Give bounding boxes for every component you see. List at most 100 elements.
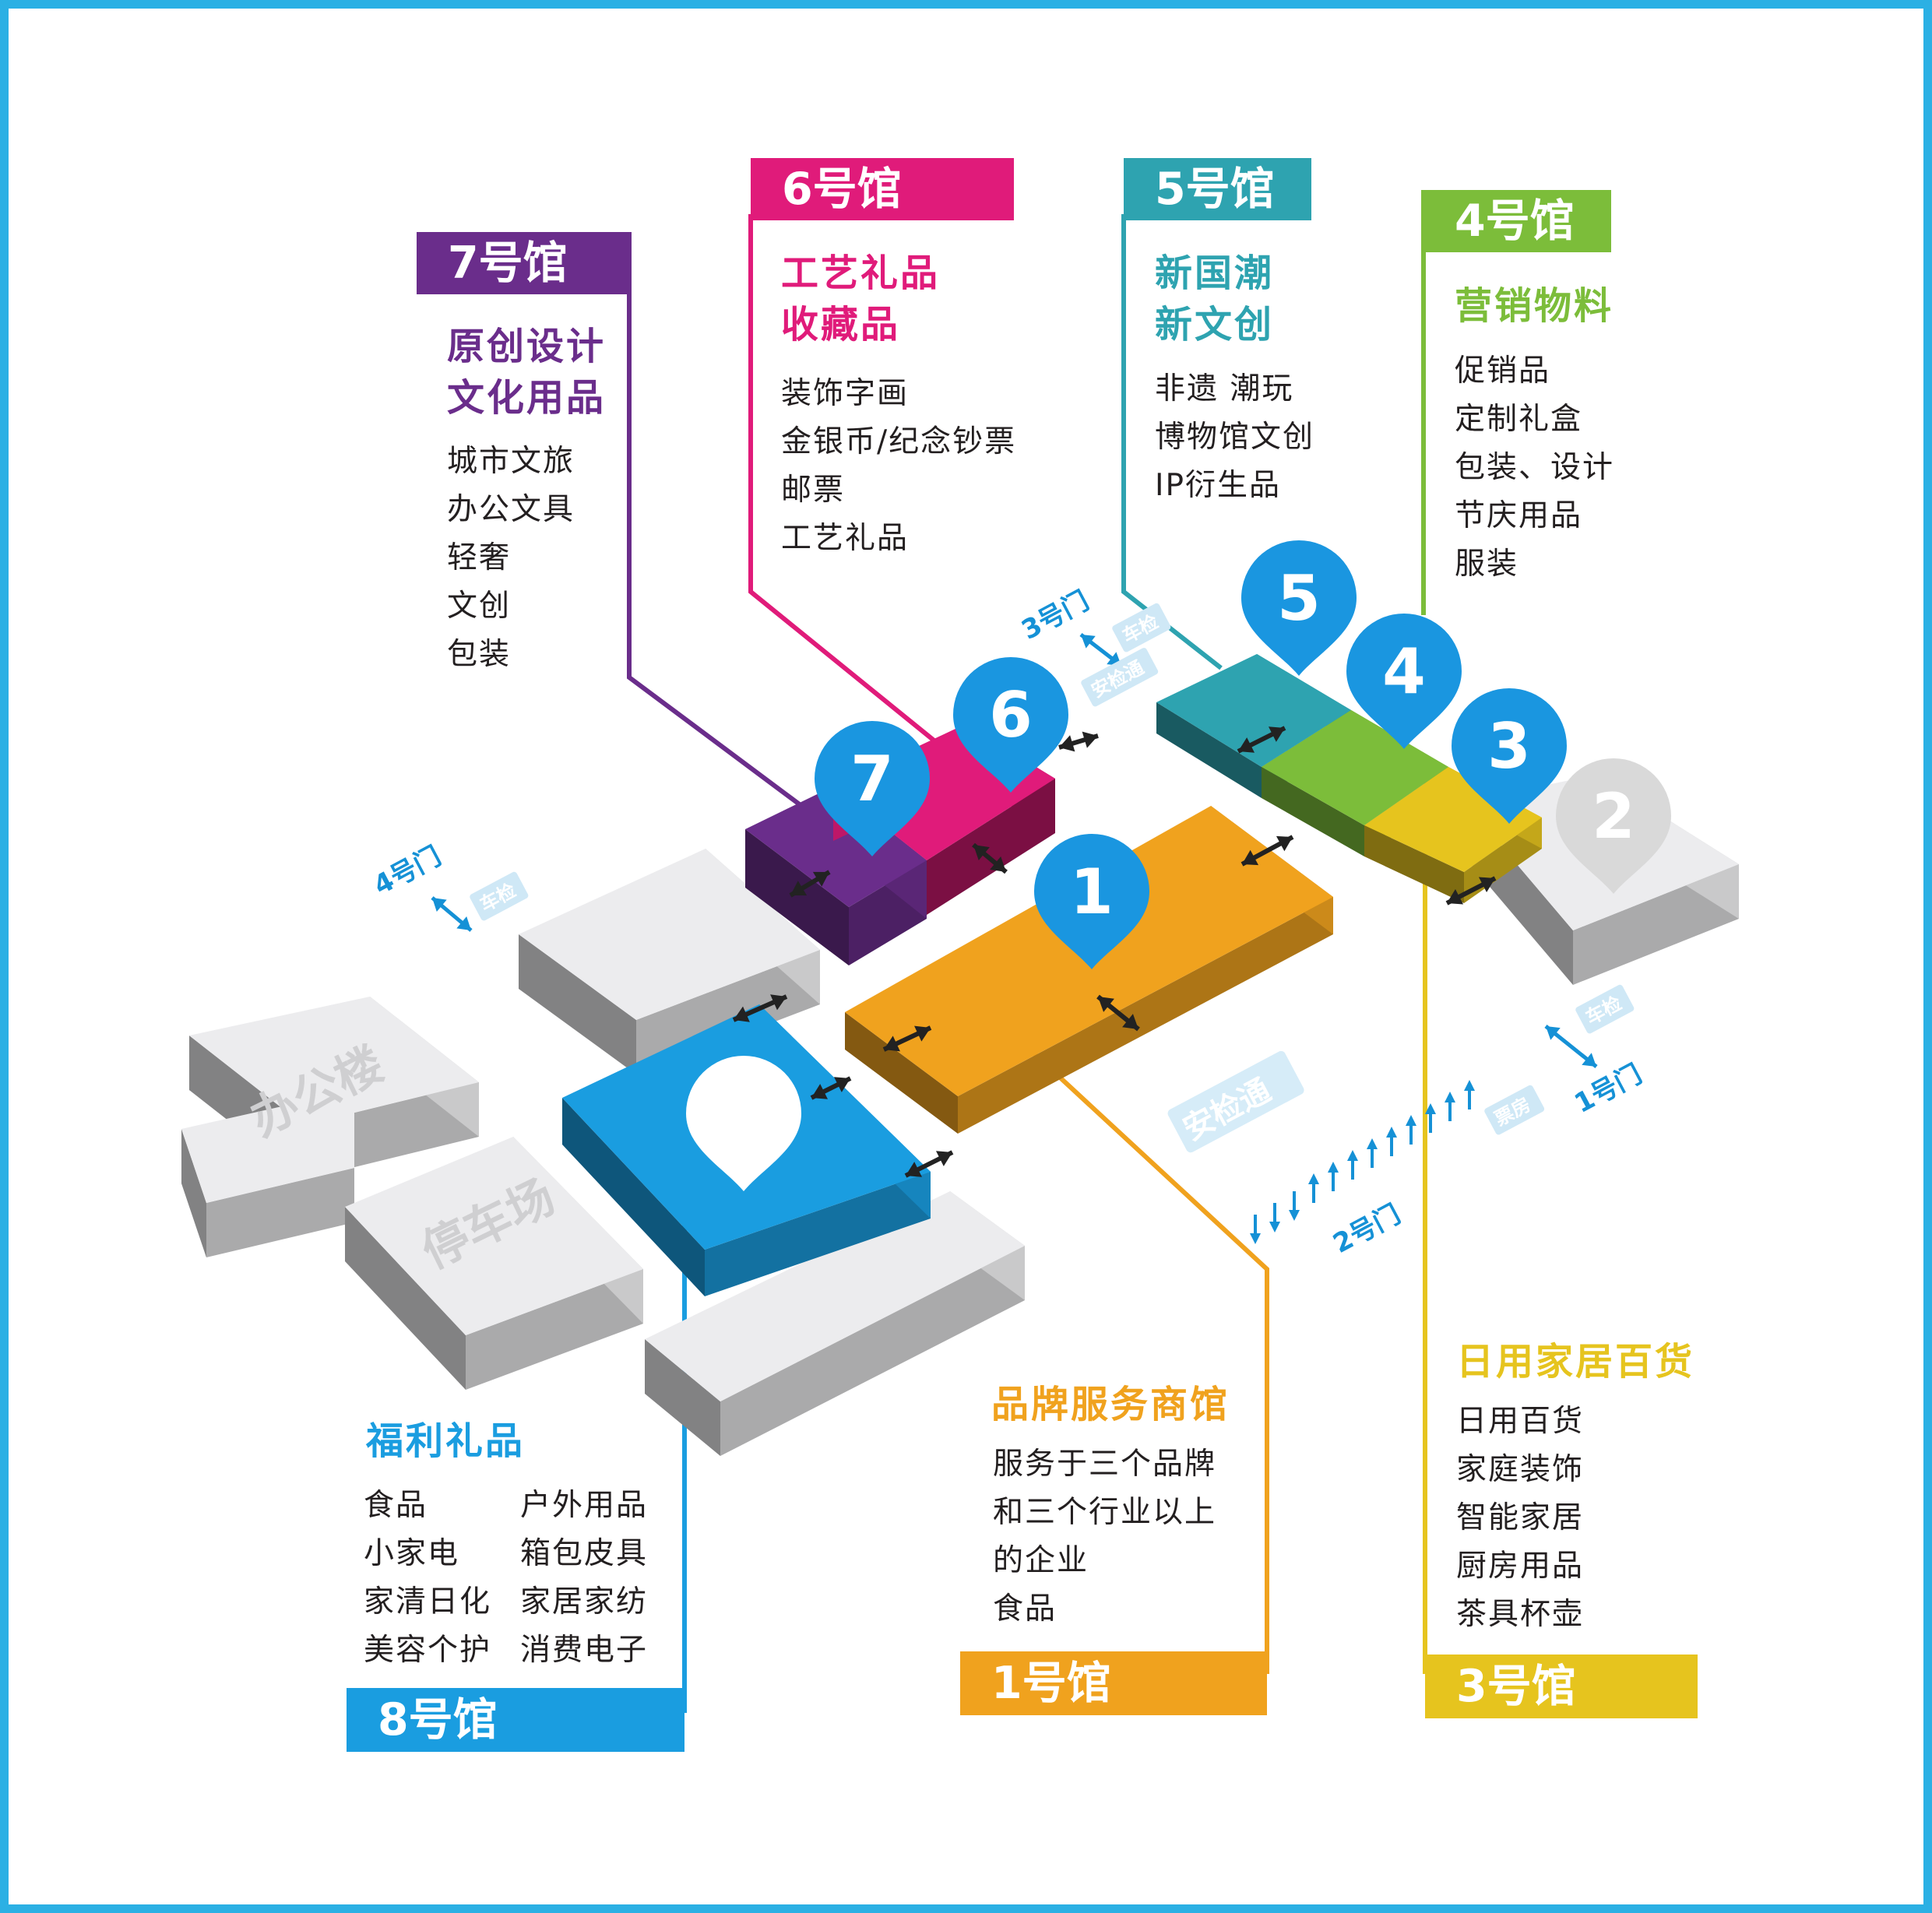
arrow-head [790, 881, 808, 896]
tag-bg [1167, 1050, 1304, 1153]
arrow-head [1082, 731, 1098, 748]
arrow-head [1242, 849, 1259, 866]
arrow-head [833, 1077, 850, 1092]
hall-3-pin: 3 [1452, 688, 1567, 824]
arrow-head [935, 1151, 952, 1166]
pin-number: 6 [989, 679, 1033, 751]
arrow-head [734, 1006, 750, 1022]
hall-5-pin: 5 [1241, 540, 1357, 676]
double-arrow [810, 1076, 852, 1100]
box-left-face [181, 1129, 206, 1257]
pin-marker [686, 1056, 801, 1191]
hall-3-items: 日用百货家庭装饰智能家居厨房用品茶具杯壶 [1456, 1398, 1584, 1639]
list-item: 消费电子 [520, 1633, 649, 1668]
hall-5-category-line: 新文创 [1155, 303, 1275, 346]
hall-7-header: 7号馆 [417, 232, 629, 294]
box-front-face [1573, 864, 1739, 985]
tag-bg [1112, 603, 1171, 652]
box-left-face [1364, 825, 1464, 903]
arrow-head [812, 871, 829, 887]
list-item: 家居家纺 [520, 1584, 649, 1619]
gate-arrow [1079, 633, 1123, 667]
ticket-office-tag: 票房 [1484, 1085, 1545, 1135]
gate-arrow [431, 896, 473, 932]
double-arrow [1445, 876, 1497, 906]
list-item: 和三个行业以上 [993, 1495, 1217, 1530]
pin-marker [1034, 834, 1149, 969]
entry-arrow-head [1445, 1092, 1455, 1102]
parking-block [345, 1137, 643, 1390]
list-item: 日用百货 [1456, 1404, 1585, 1439]
hall-6-category-line: 工艺礼品 [781, 251, 941, 295]
gate-4-label: 4号门 [368, 841, 446, 902]
entry-arrow-head [1425, 1103, 1436, 1114]
arrow-head [432, 898, 447, 912]
hall-4-category-line: 营销物料 [1455, 284, 1614, 328]
entry-arrow-head [1386, 1127, 1397, 1138]
tag-bg [1575, 984, 1635, 1034]
leader-line [1002, 1024, 1269, 1674]
list-item: 户外用品 [520, 1488, 649, 1523]
list-item: 办公文具 [447, 492, 575, 527]
arrow-head [1122, 1014, 1138, 1029]
hall-8-pin: 8 [686, 1056, 801, 1191]
box-left-face [1156, 702, 1262, 798]
arrow-head [1546, 1026, 1561, 1040]
box-top-face [519, 849, 820, 1020]
double-arrow [972, 842, 1008, 874]
list-item: 非遗 潮玩 [1155, 371, 1294, 406]
hall-6-items: 装饰字画金银币/纪念钞票邮票工艺礼品 [781, 370, 1016, 563]
box-front-face [720, 1246, 1025, 1456]
double-arrow [1058, 731, 1099, 752]
arrow-head [1447, 888, 1464, 905]
box-front-face [466, 1269, 643, 1390]
list-item: 城市文旅 [447, 444, 575, 479]
arrow-head [811, 1084, 829, 1099]
hall-5-category-line: 新国潮 [1155, 251, 1275, 295]
tag-bg [1081, 648, 1159, 707]
hall-5-category: 新国潮 新文创 [1155, 248, 1274, 350]
entry-arrow-head [1269, 1222, 1280, 1233]
box-front-face [705, 1172, 931, 1296]
hall-8-category-line: 福利礼品 [366, 1419, 526, 1463]
pin-number: 2 [1592, 780, 1635, 853]
pin-number: 4 [1382, 635, 1426, 708]
hall-7-category-line: 原创设计 [447, 325, 607, 368]
box-front-face [958, 897, 1333, 1134]
double-arrow [1237, 726, 1286, 754]
leader-line [1121, 214, 1223, 670]
arrow-head [1098, 997, 1114, 1012]
hall-7-category-line: 文化用品 [447, 376, 607, 420]
hall-4-category: 营销物料 [1455, 280, 1614, 332]
box-left-face [645, 1339, 720, 1456]
list-item: 博物馆文创 [1155, 420, 1315, 455]
hall-3-category: 日用家居百货 [1456, 1336, 1694, 1387]
hall-4-pin: 4 [1346, 614, 1462, 749]
entry-arrow-head [1250, 1233, 1261, 1244]
list-item: 厨房用品 [1456, 1549, 1585, 1584]
tag-bg [1484, 1085, 1545, 1135]
security-check-tag: 安检通 [1167, 1050, 1304, 1153]
entry-arrow-head [1406, 1115, 1416, 1126]
connection-arrows [732, 726, 1497, 1178]
leader-line [748, 214, 971, 772]
box-left-face [745, 829, 849, 965]
hall-8-category: 福利礼品 [366, 1415, 525, 1467]
pin-marker [1452, 688, 1567, 824]
entry-arrow-head [1464, 1080, 1475, 1091]
hall-1-pin: 1 [1034, 834, 1149, 969]
pin-marker [1556, 758, 1671, 894]
hall-1-category: 品牌服务商馆 [991, 1379, 1230, 1430]
entry-arrow-head [1289, 1210, 1300, 1221]
list-item: 包装 [447, 637, 512, 672]
double-arrow [904, 1150, 954, 1178]
list-item: 促销品 [1455, 353, 1551, 389]
list-item: 茶具杯壶 [1456, 1597, 1585, 1632]
hall-1-header: 1号馆 [960, 1651, 1267, 1715]
entry-arrow-head [1328, 1162, 1339, 1173]
list-item: 定制礼盒 [1455, 402, 1583, 437]
hall-2-pin: 2 [1556, 758, 1671, 894]
list-item: 包装、设计 [1455, 450, 1615, 485]
